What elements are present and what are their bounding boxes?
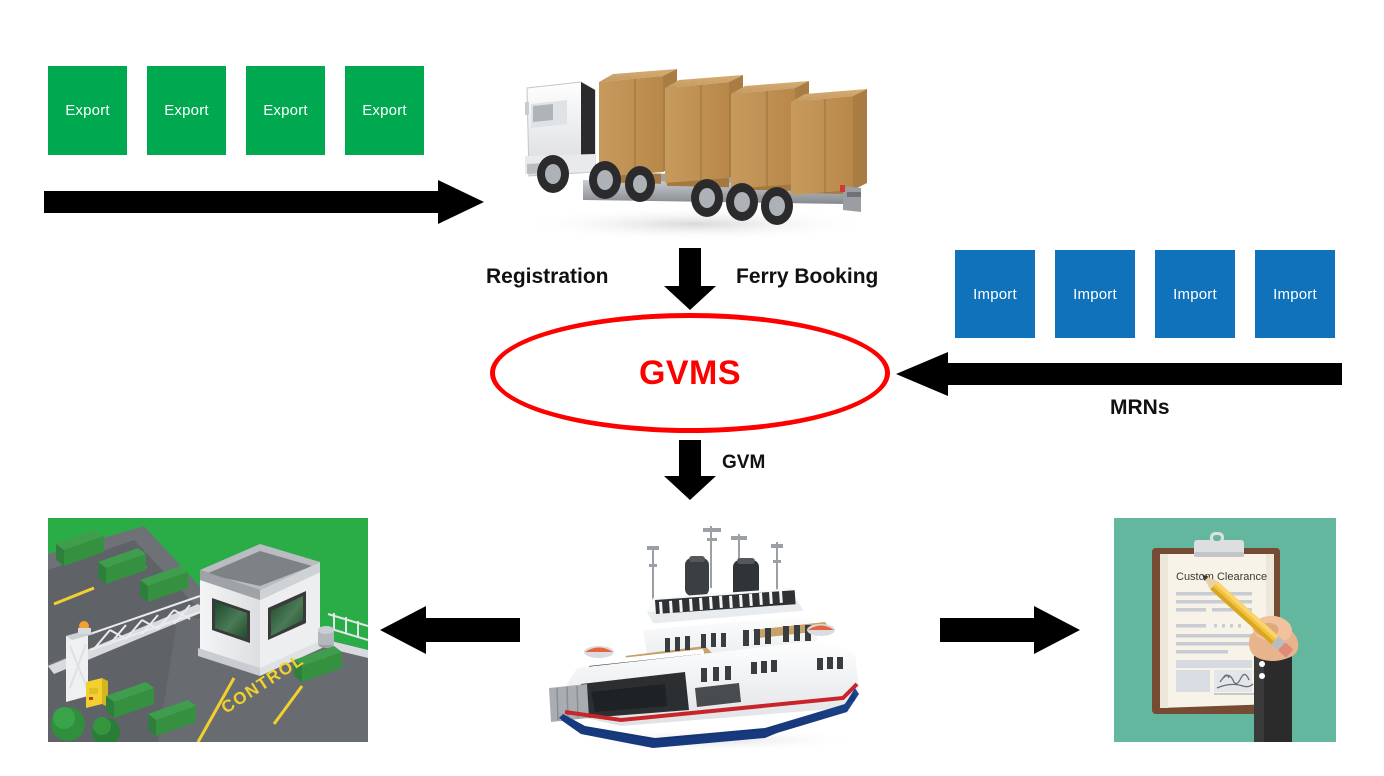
import-box-label: Import <box>1273 285 1317 303</box>
import-box-1: Import <box>955 250 1035 338</box>
customs-clearance-picture: Custom Clearance <box>1114 518 1336 742</box>
export-box-3: Export <box>246 66 325 155</box>
ferry-to-border-control-arrow <box>380 606 520 654</box>
truck-picture <box>495 52 890 247</box>
import-box-3: Import <box>1155 250 1235 338</box>
registration-label: Registration <box>486 265 609 288</box>
import-box-label: Import <box>973 285 1017 303</box>
import-box-label: Import <box>1073 285 1117 303</box>
gvm-label: GVM <box>722 452 766 473</box>
truck-to-gvms-arrow <box>664 248 716 310</box>
ferry-booking-label: Ferry Booking <box>736 265 879 288</box>
export-box-1: Export <box>48 66 127 155</box>
import-box-4: Import <box>1255 250 1335 338</box>
export-box-label: Export <box>164 102 209 119</box>
export-box-2: Export <box>147 66 226 155</box>
import-box-label: Import <box>1173 285 1217 303</box>
customs-document-title: Custom Clearance <box>1176 571 1267 583</box>
export-box-label: Export <box>362 102 407 119</box>
mrns-label: MRNs <box>1110 396 1170 419</box>
ferry-picture <box>525 512 895 752</box>
export-box-label: Export <box>263 102 308 119</box>
ferry-to-customs-arrow <box>940 606 1080 654</box>
export-to-truck-arrow <box>44 180 484 224</box>
export-box-4: Export <box>345 66 424 155</box>
border-control-picture: CONTROL <box>48 518 368 742</box>
import-to-gvms-arrow <box>896 352 1342 396</box>
gvms-to-ferry-arrow <box>664 440 716 500</box>
import-box-2: Import <box>1055 250 1135 338</box>
export-box-label: Export <box>65 102 110 119</box>
gvms-hub-ellipse: GVMS <box>490 313 890 433</box>
gvms-label: GVMS <box>638 353 742 392</box>
